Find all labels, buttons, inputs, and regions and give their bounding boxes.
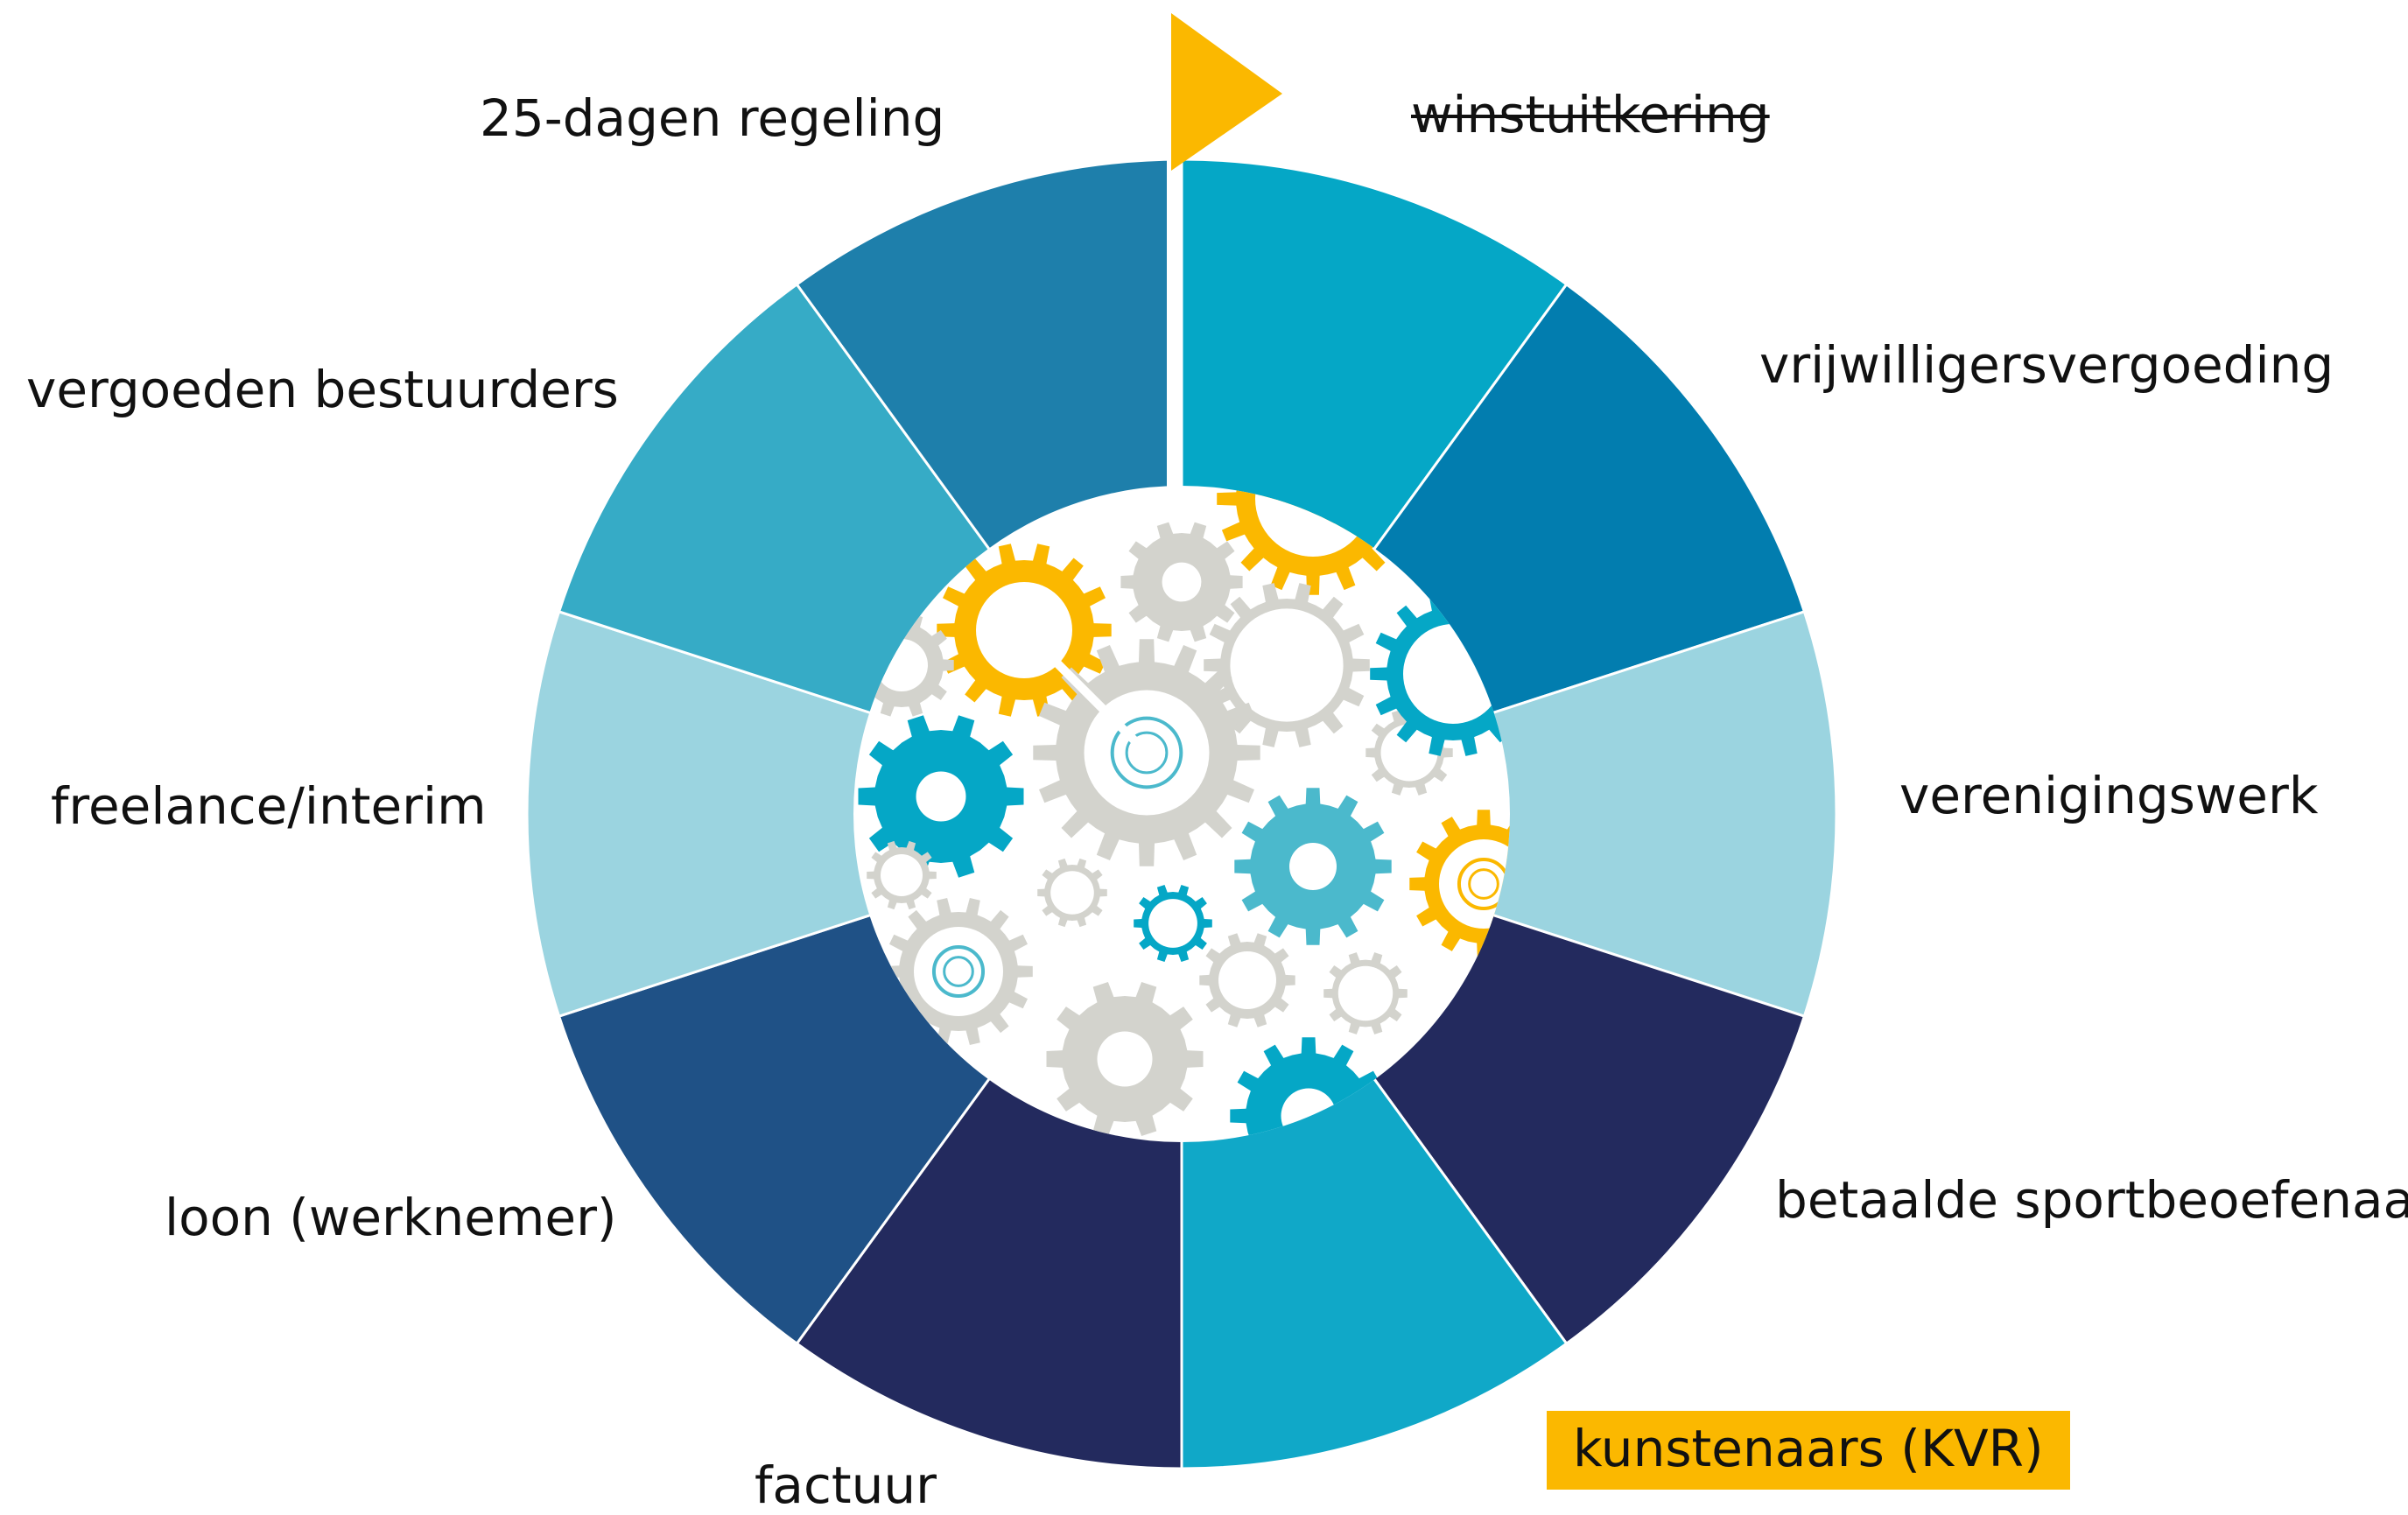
- label-loon-werknemer: loon (werknemer): [165, 1188, 617, 1247]
- label-kunstenaars-kvr: kunstenaars (KVR): [1547, 1411, 2070, 1490]
- gear-icon: [1323, 952, 1408, 1035]
- gear-icon: [884, 898, 1033, 1045]
- label-winstuitkering: winstuitkering: [1411, 85, 1770, 144]
- label-verenigingswerk: verenigingswerk: [1899, 766, 2319, 825]
- label-factuur: factuur: [755, 1455, 937, 1515]
- gear-icon: [1234, 788, 1392, 945]
- label-vergoeden-bestuurders: vergoeden bestuurders: [26, 360, 619, 419]
- label-25-dagen-regeling: 25-dagen regeling: [480, 88, 945, 148]
- gear-belt: [1025, 631, 1146, 752]
- gear-icon: [1199, 933, 1295, 1028]
- wheel-segments: [525, 158, 1838, 1470]
- gear-icon: [1120, 522, 1243, 642]
- label-vrijwilligersvergoeding: vrijwilligersvergoeding: [1759, 335, 2334, 395]
- label-freelance-interim: freelance/interim: [51, 776, 487, 836]
- gear-icon: [1134, 885, 1212, 962]
- label-betaalde-sportbeoefenaar: betaalde sportbeoefenaar: [1775, 1170, 2408, 1230]
- gear-icon: [867, 840, 937, 910]
- gears-hub: [853, 486, 1510, 1142]
- gear-icon: [1037, 858, 1107, 928]
- gear-icon: [1204, 583, 1370, 747]
- gear-icon: [1046, 982, 1204, 1136]
- flag-icon: [1167, 13, 1282, 490]
- gear-icon: [858, 715, 1024, 878]
